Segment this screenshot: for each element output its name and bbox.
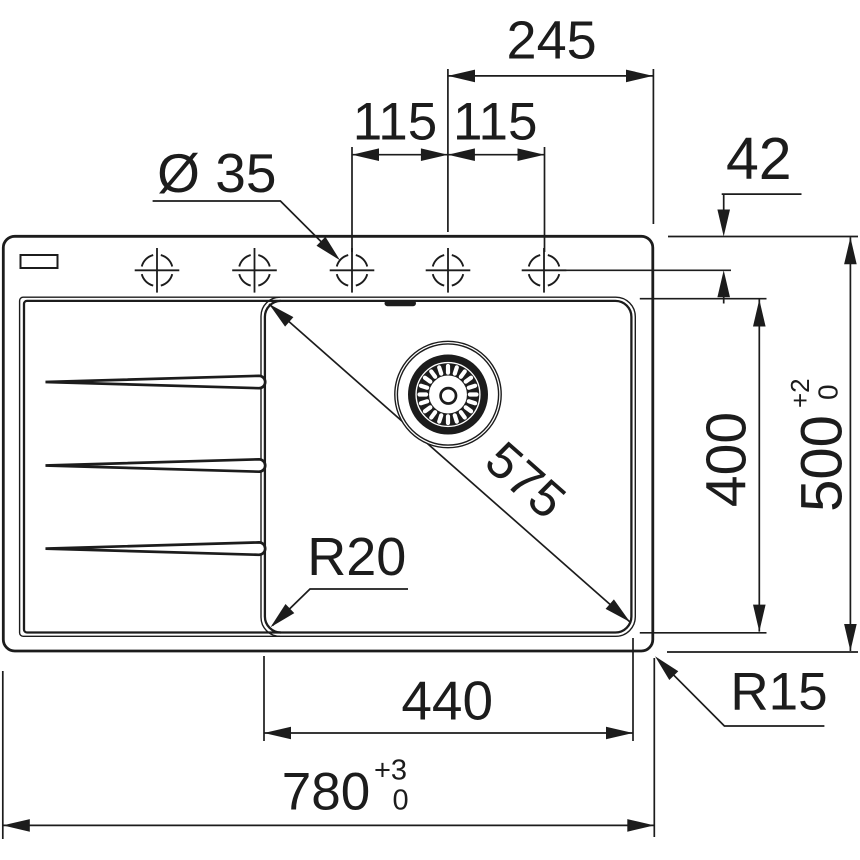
svg-text:Ø 35: Ø 35 bbox=[157, 142, 276, 204]
svg-text:0: 0 bbox=[393, 785, 409, 817]
svg-text:500: 500 bbox=[789, 415, 854, 512]
svg-text:115: 115 bbox=[453, 92, 538, 151]
svg-text:440: 440 bbox=[401, 670, 493, 732]
svg-text:245: 245 bbox=[507, 11, 597, 71]
svg-text:+3: +3 bbox=[374, 754, 407, 786]
svg-text:115: 115 bbox=[353, 92, 438, 151]
svg-text:780: 780 bbox=[282, 762, 370, 821]
svg-text:0: 0 bbox=[813, 384, 844, 400]
svg-text:R15: R15 bbox=[730, 663, 827, 722]
svg-text:42: 42 bbox=[726, 126, 792, 192]
svg-text:+2: +2 bbox=[785, 378, 815, 408]
svg-text:R20: R20 bbox=[307, 527, 406, 587]
svg-text:400: 400 bbox=[695, 412, 759, 507]
